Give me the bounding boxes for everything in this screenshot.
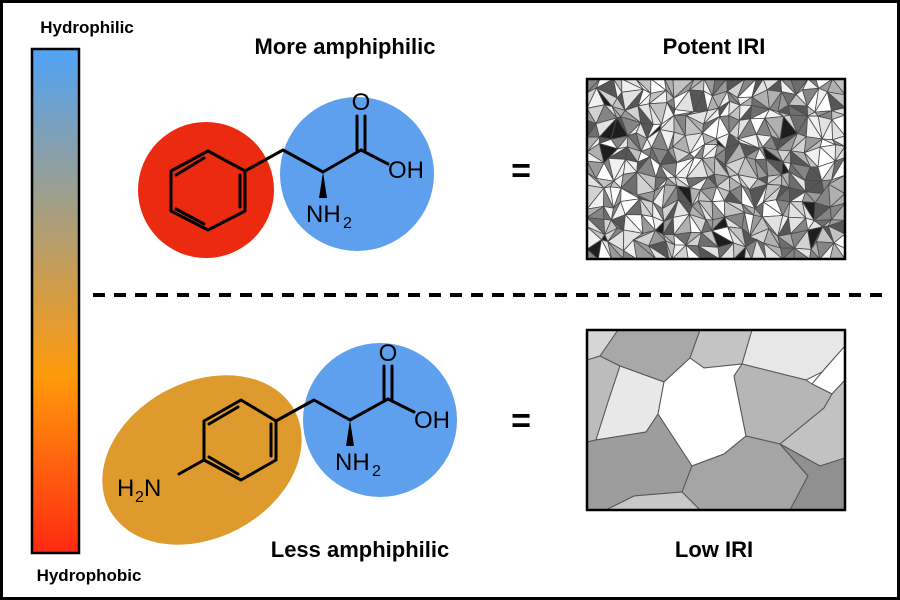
- svg-text:N: N: [144, 475, 161, 502]
- coarse-grain-micrograph: [585, 328, 847, 512]
- svg-text:2: 2: [135, 489, 144, 506]
- hydrophilic-region: [280, 97, 434, 251]
- top-equals-sign: =: [511, 152, 531, 190]
- ring-amine-group: H 2 N: [117, 475, 161, 506]
- ice-grain: [587, 248, 599, 259]
- ice-grain: [648, 245, 670, 259]
- stereo-wedge: [346, 420, 354, 446]
- phenylalanine-molecule: O OH NH 2: [138, 89, 434, 258]
- svg-text:H: H: [117, 475, 134, 502]
- scale-bottom-label: Hydrophobic: [37, 566, 142, 585]
- hydroxyl-group: OH: [388, 157, 424, 184]
- top-result-label: Potent IRI: [663, 34, 766, 59]
- ice-grain: [597, 238, 613, 259]
- ice-grain: [744, 245, 753, 259]
- ice-grain: [622, 249, 638, 259]
- hydrophobic-region: [138, 122, 274, 258]
- ice-grain: [697, 245, 721, 259]
- carbon-chain: [274, 397, 390, 423]
- svg-text:2: 2: [372, 463, 381, 480]
- benzene-ring: [169, 149, 247, 232]
- ice-grain: [633, 238, 657, 259]
- carbon-chain: [243, 148, 363, 174]
- bottom-title: Less amphiphilic: [271, 537, 450, 562]
- micrograph-frame: [585, 328, 847, 512]
- top-panel: More amphiphilic Potent IRI O OH NH 2: [138, 34, 847, 261]
- ice-grain: [751, 238, 767, 259]
- bottom-panel: Less amphiphilic Low IRI O OH NH 2: [102, 328, 847, 562]
- stereo-wedge: [319, 172, 327, 198]
- carbonyl-oxygen: O: [352, 89, 371, 116]
- top-title: More amphiphilic: [255, 34, 436, 59]
- hydrophilicity-scale: Hydrophilic Hydrophobic: [30, 18, 142, 585]
- large-ice-grains: [587, 330, 845, 510]
- ice-grain: [685, 244, 702, 259]
- amine-group: NH 2: [335, 449, 381, 480]
- ice-grain: [809, 248, 821, 259]
- svg-text:2: 2: [343, 215, 352, 232]
- bottom-result-label: Low IRI: [675, 537, 753, 562]
- ice-grain: [607, 240, 624, 259]
- carbonyl-oxygen: O: [379, 340, 398, 367]
- ice-grain: [605, 491, 701, 510]
- ice-grain: [793, 247, 811, 259]
- scale-bar: [30, 47, 81, 555]
- ice-grain: [763, 242, 784, 259]
- bottom-equals-sign: =: [511, 402, 531, 440]
- fine-grain-micrograph: [585, 77, 847, 261]
- micrograph-frame: [585, 77, 847, 261]
- ice-grain: [779, 443, 845, 510]
- hydrophilic-region: [303, 343, 457, 497]
- svg-text:NH: NH: [335, 449, 370, 476]
- ice-grain: [665, 240, 673, 259]
- ice-grain: [829, 241, 845, 259]
- small-ice-grains: [587, 79, 845, 259]
- scale-top-label: Hydrophilic: [40, 18, 134, 37]
- amine-group: NH 2: [306, 201, 352, 232]
- aminophenylalanine-molecule: O OH NH 2 H 2 N: [102, 340, 457, 545]
- hydroxyl-group: OH: [414, 407, 450, 434]
- svg-text:NH: NH: [306, 201, 341, 228]
